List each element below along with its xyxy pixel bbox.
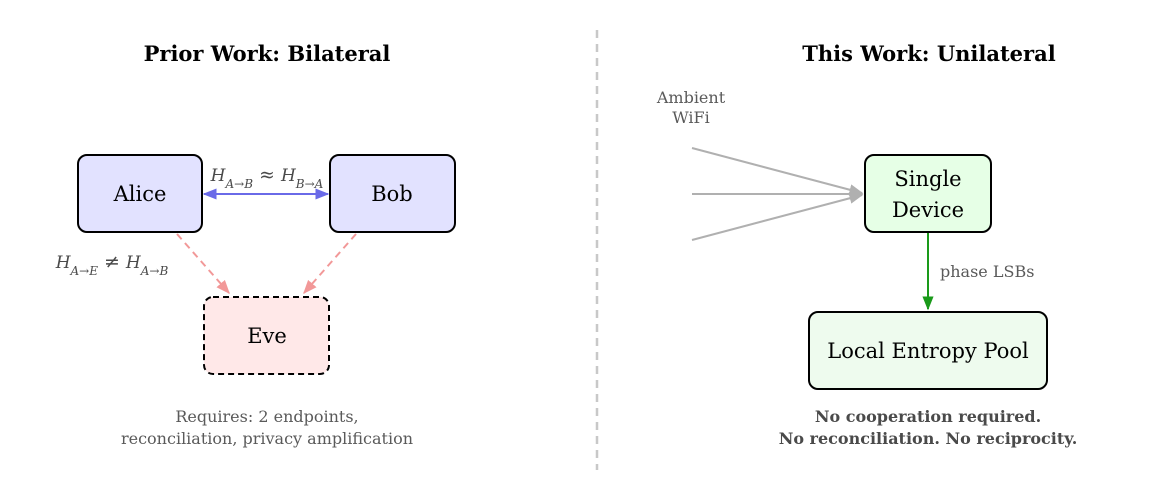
alice-to-eve-leak-arrow <box>176 233 230 295</box>
eve-label: Eve <box>247 324 287 348</box>
right-panel-title: This Work: Unilateral <box>802 41 1055 66</box>
alice-label: Alice <box>113 182 167 206</box>
local-entropy-pool-label: Local Entropy Pool <box>827 339 1029 363</box>
left-panel: Prior Work: Bilateral Alice Bob Eve HA→B… <box>55 41 456 448</box>
prior-work-requirements-line2: reconciliation, privacy amplification <box>121 429 413 448</box>
ambient-wifi-label-line2: WiFi <box>672 108 710 127</box>
single-device-label-line2: Device <box>892 198 964 222</box>
bob-to-eve-leak-arrow <box>303 233 357 295</box>
right-panel: This Work: Unilateral Ambient WiFi Singl… <box>656 41 1077 448</box>
bob-label: Bob <box>371 182 413 206</box>
this-work-note-line1: No cooperation required. <box>815 407 1041 426</box>
channel-reciprocity-label: HA→B≈HB→A <box>210 164 324 191</box>
local-entropy-pool-node: Local Entropy Pool <box>808 311 1048 390</box>
left-panel-title: Prior Work: Bilateral <box>144 41 391 66</box>
phase-lsbs-label: phase LSBs <box>940 262 1034 281</box>
ambient-signal-arrow-bottom <box>691 192 864 241</box>
alice-node: Alice <box>77 154 203 233</box>
this-work-note-line2: No reconciliation. No reciprocity. <box>779 429 1078 448</box>
ambient-signal-arrow-top <box>691 147 864 196</box>
prior-work-requirements-line1: Requires: 2 endpoints, <box>175 407 358 426</box>
ambient-wifi-label-line1: Ambient <box>656 88 726 107</box>
eve-node: Eve <box>203 296 330 375</box>
bob-node: Bob <box>329 154 456 233</box>
eavesdropper-channel-label: HA→E≠HA→B <box>55 251 169 278</box>
single-device-node: Single Device <box>864 154 992 233</box>
single-device-label-line1: Single <box>894 167 961 191</box>
